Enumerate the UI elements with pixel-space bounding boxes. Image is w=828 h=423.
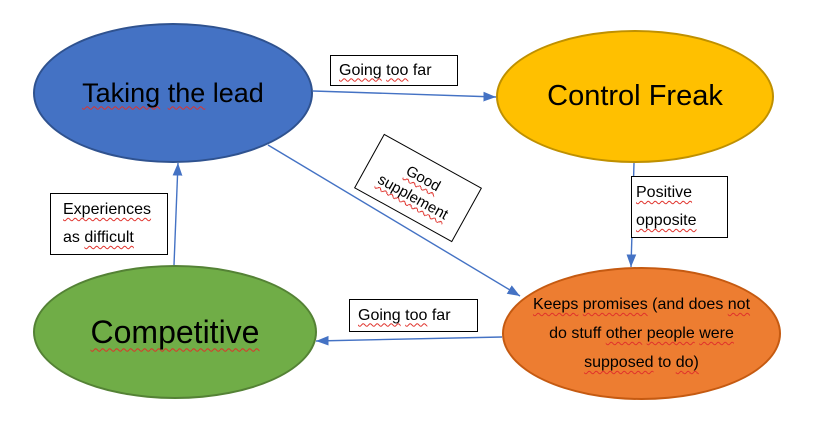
arrow-taking-to-keeps[interactable] xyxy=(267,144,521,297)
arrow-competitive-to-taking[interactable] xyxy=(172,162,183,266)
edge-label-experiences-as-difficult[interactable]: Experiences as difficult xyxy=(50,193,168,255)
word: opposite xyxy=(636,212,697,229)
word: too xyxy=(405,306,428,324)
word: far xyxy=(431,306,451,324)
word: as xyxy=(63,229,80,246)
edge-label-positive-opposite[interactable]: Positive opposite xyxy=(631,176,728,238)
word: Going xyxy=(358,306,401,324)
word: too xyxy=(386,61,409,79)
edge-label-going-too-far-bottom[interactable]: Going too far xyxy=(349,299,478,332)
word: Going xyxy=(339,61,382,79)
arrow-taking-to-control[interactable] xyxy=(312,90,497,102)
word: Positive xyxy=(636,184,693,201)
word: difficult xyxy=(84,229,134,246)
edge-label-going-too-far-top[interactable]: Going too far xyxy=(330,55,458,86)
word: far xyxy=(412,61,432,79)
arrow-keeps-to-competitive[interactable] xyxy=(315,335,503,346)
word: Experiences xyxy=(63,201,152,218)
